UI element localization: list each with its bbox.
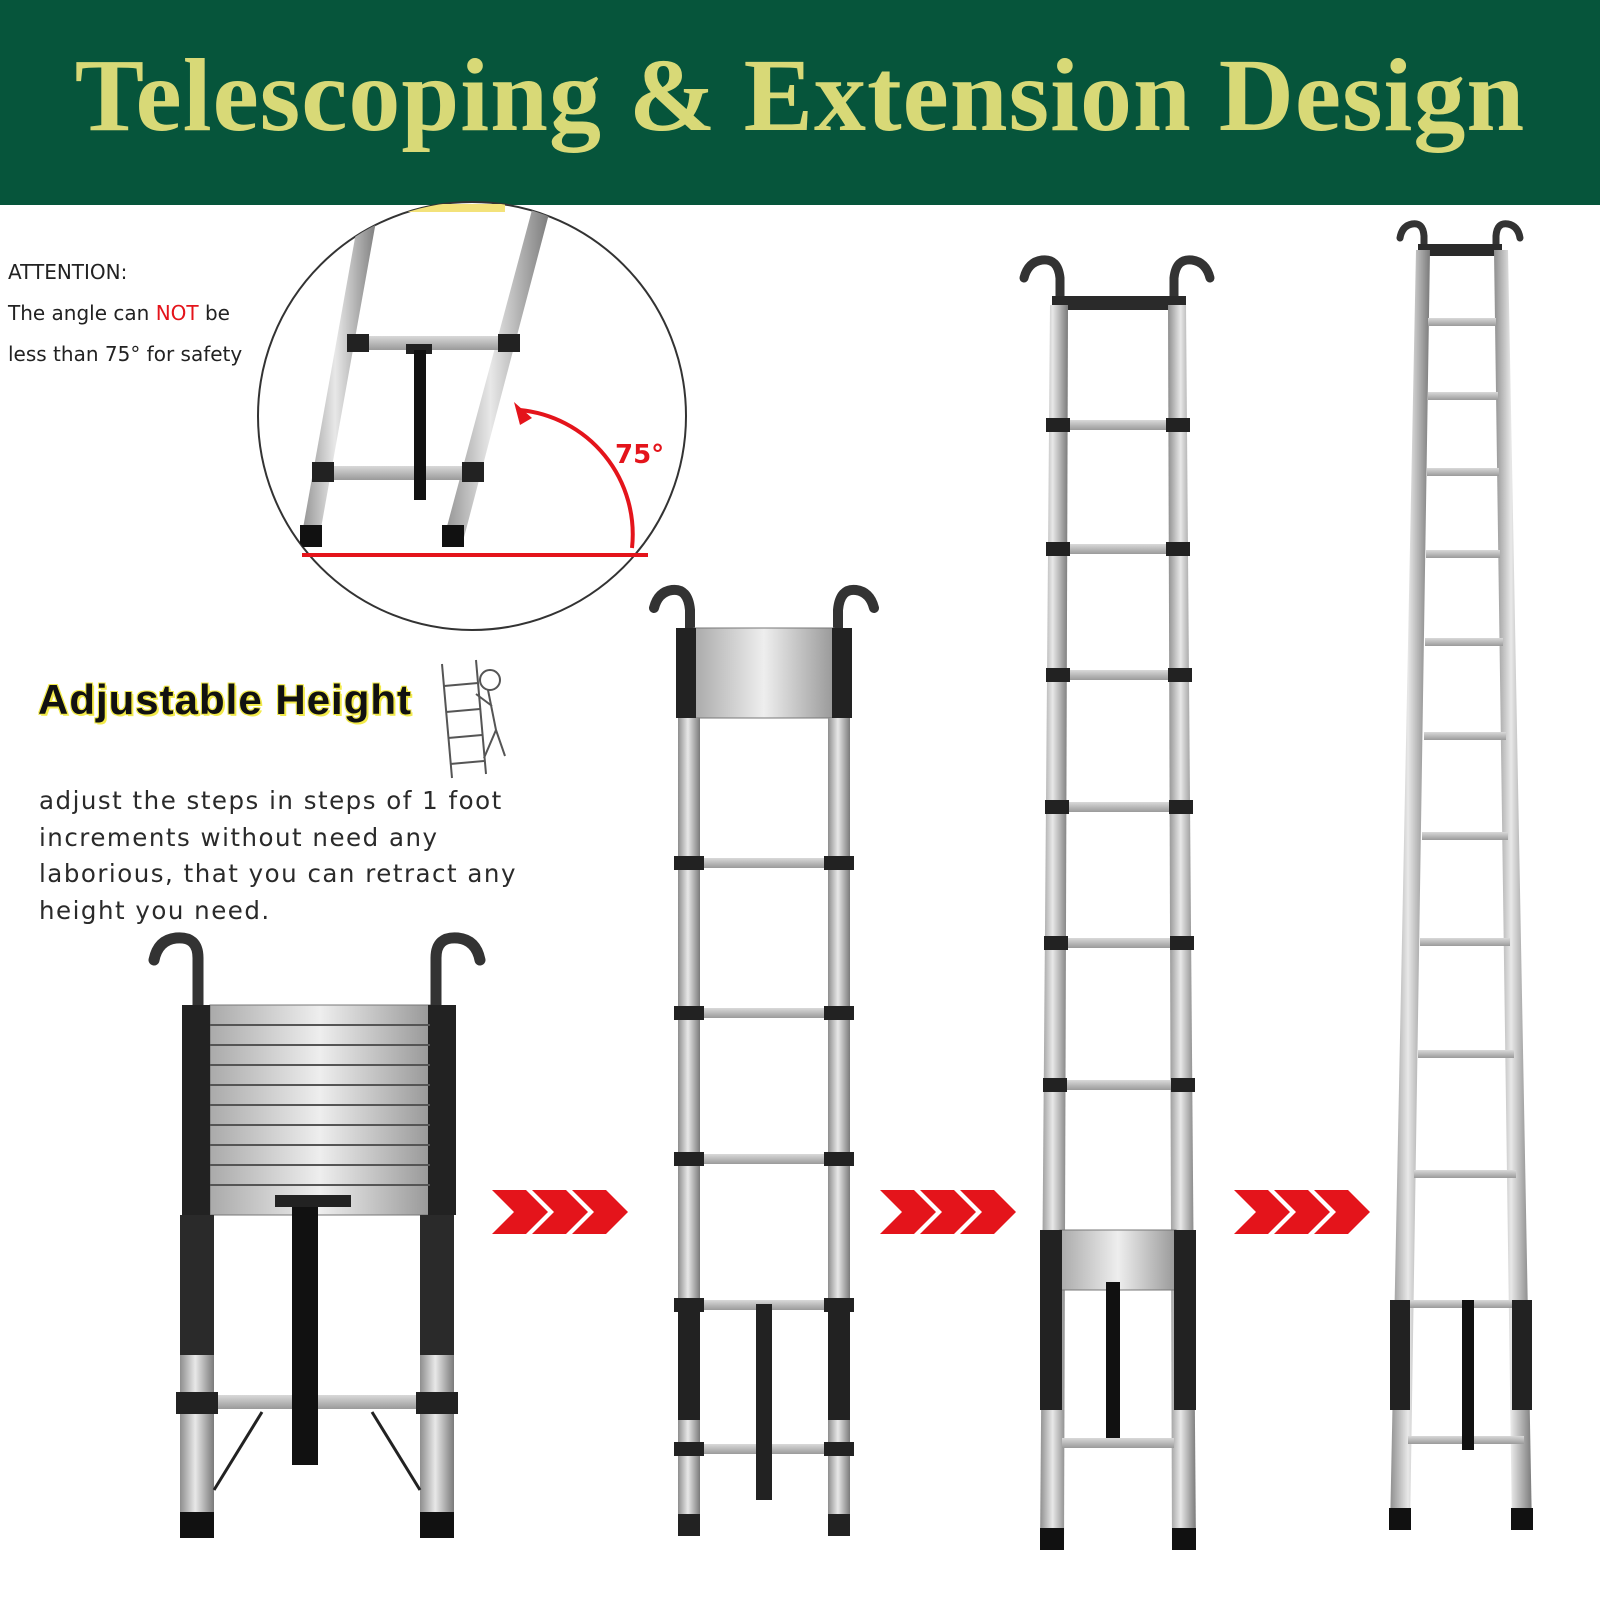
ladder-partially-extended [649,584,879,1536]
angle-arc [519,408,635,549]
arrow-right-icon [880,1190,1016,1234]
attention-emphasis: NOT [155,301,199,325]
arrow-right-icon [1234,1190,1370,1234]
attention-line-1: The angle can NOT be [8,293,242,334]
ladder-more-extended [1019,255,1215,1550]
ladder-fully-extended [1389,220,1533,1530]
attention-note: ATTENTION: The angle can NOT be less tha… [8,252,242,375]
angle-label: 75° [615,440,665,470]
angle-arrow-icon [514,402,532,425]
attention-heading: ATTENTION: [8,260,128,284]
header-banner: Telescoping & Extension Design [0,0,1600,205]
arrow-right-icon [492,1190,628,1234]
adjustable-height-description: adjust the steps in steps of 1 foot incr… [39,786,517,925]
page-title: Telescoping & Extension Design [74,38,1526,153]
attention-text-end: be [198,301,230,325]
angle-detail-circle [257,201,687,631]
adjustable-height-title: Adjustable Height [38,676,413,723]
ladder-collapsed [148,932,486,1538]
attention-text: The angle can [8,301,156,325]
climber-icon [441,659,506,779]
attention-line-2: less than 75° for safety [8,342,243,366]
